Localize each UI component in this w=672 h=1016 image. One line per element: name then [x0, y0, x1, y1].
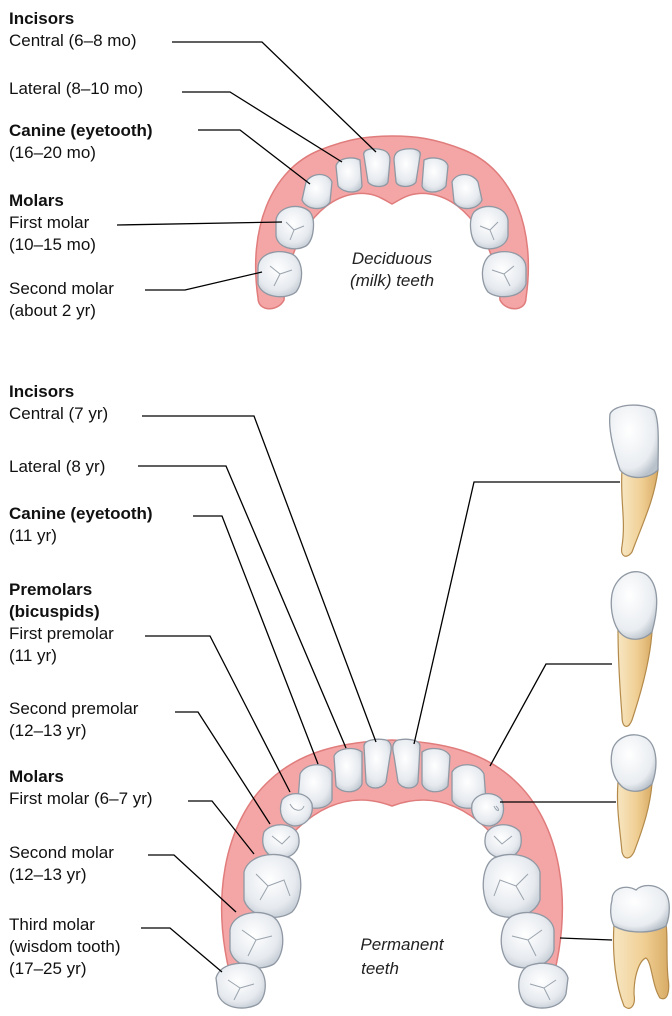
- permanent-first-molar-right: [483, 854, 540, 917]
- permanent-lateral-leader: [138, 466, 346, 748]
- permanent-first-premolar-leader: [145, 636, 290, 792]
- permanent-second-premolar-right: [485, 825, 521, 858]
- permanent-second-premolar-left: [263, 825, 299, 858]
- isolated-incisor: [610, 405, 659, 556]
- deciduous-lateral-incisor-right: [422, 158, 448, 192]
- permanent-molar-root-leader: [560, 938, 612, 940]
- permanent-incisor-root-leader: [414, 482, 620, 744]
- deciduous-lateral-incisor-left: [336, 158, 362, 192]
- deciduous-central-incisor-right: [394, 149, 420, 187]
- permanent-lateral-incisor-left: [334, 749, 362, 792]
- deciduous-central-leader: [172, 42, 376, 152]
- isolated-canine: [611, 572, 657, 727]
- permanent-first-molar-left: [244, 854, 301, 917]
- permanent-third-molar-left: [216, 963, 265, 1008]
- deciduous-first-molar-leader: [117, 222, 282, 225]
- permanent-lateral-incisor-right: [422, 749, 450, 792]
- deciduous-first-molar-right: [471, 206, 508, 248]
- permanent-third-molar-right: [519, 963, 568, 1008]
- permanent-caption-line1: Permanent: [360, 935, 444, 954]
- deciduous-first-molar-left: [276, 206, 313, 248]
- isolated-premolar: [611, 735, 656, 858]
- deciduous-second-molar-leader: [145, 272, 262, 290]
- permanent-caption-line2: teeth: [361, 959, 399, 978]
- permanent-canine-root-leader: [490, 664, 612, 766]
- permanent-third-molar-leader: [141, 928, 222, 972]
- permanent-central-leader: [142, 416, 376, 742]
- deciduous-caption-line1: Deciduous: [352, 249, 433, 268]
- deciduous-central-incisor-left: [364, 149, 390, 187]
- isolated-molar: [611, 886, 670, 1009]
- deciduous-caption-line2: (milk) teeth: [350, 271, 434, 290]
